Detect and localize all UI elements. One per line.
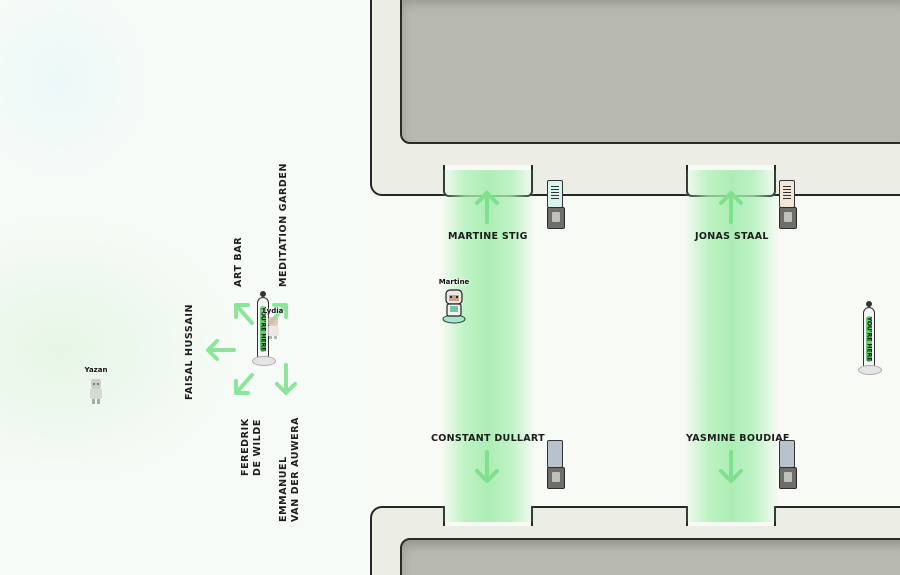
kiosk-screen [779,440,795,468]
pole-knob [260,291,266,297]
pole-base [252,356,276,366]
you-are-here-marker[interactable]: YOU'RE HERE [863,301,875,371]
info-kiosk[interactable] [547,180,565,229]
zone-label-constant-dullart[interactable]: CONSTANT DULLART [431,433,545,444]
avatar-martine[interactable]: Martine [438,278,470,324]
pole-fill [866,316,872,362]
signpost-emmanuel-van-der-auwera[interactable]: EMMANUEL VAN DER AUWERA [278,417,302,522]
top-building-roof [400,0,900,144]
kiosk-base [547,467,565,489]
kiosk-base [779,207,797,229]
signpost-feredrik-de-wilde[interactable]: FEREDRIK DE WILDE [240,418,264,476]
avatar-name: Yazan [84,366,108,374]
avatar-sprite [90,379,102,404]
kiosk-screen [547,180,563,208]
signpost-feredrik-line2: DE WILDE [252,419,263,476]
pole-base [858,365,882,375]
bottom-building-roof [400,538,900,575]
top-building [370,0,900,196]
info-kiosk[interactable] [779,440,797,489]
kiosk-base [547,207,565,229]
bottom-building [370,506,900,575]
kiosk-base [779,467,797,489]
kiosk-screen [779,180,795,208]
avatar-lydia[interactable]: Lydia [263,307,283,339]
info-kiosk[interactable] [547,440,565,489]
zone-label-jonas-staal[interactable]: JONAS STAAL [695,231,769,242]
arrow-down-icon [719,450,743,483]
signpost-faisal-hussain[interactable]: FAISAL HUSSAIN [184,303,195,400]
arrow-up-icon [719,191,743,224]
avatar-sprite [267,317,279,339]
info-kiosk[interactable] [779,180,797,229]
signpost-feredrik-line1: FEREDRIK [240,418,251,476]
arrow-up-icon [475,191,499,224]
avatar-name: Martine [438,278,470,286]
avatar-yazan[interactable]: Yazan [84,366,108,408]
signpost-meditation-garden[interactable]: MEDITATION GARDEN [278,162,289,287]
signpost-arrows [206,303,297,395]
signpost-art-bar[interactable]: ART BAR [233,236,244,287]
zone-label-yasmine-boudiaf[interactable]: YASMINE BOUDIAF [686,433,790,444]
arrow-down-icon [475,450,499,483]
zone-label-martine-stig[interactable]: MARTINE STIG [448,231,528,242]
pole-fill [260,306,266,352]
you-are-here-label: YOU'RE HERE [865,316,873,362]
avatar-name: Lydia [262,307,284,315]
pole-knob [866,301,872,307]
signpost-emmanuel-line1: EMMANUEL [278,456,289,522]
signpost-emmanuel-line2: VAN DER AUWERA [290,416,301,522]
avatar-sprite [442,289,466,324]
kiosk-screen [547,440,563,468]
